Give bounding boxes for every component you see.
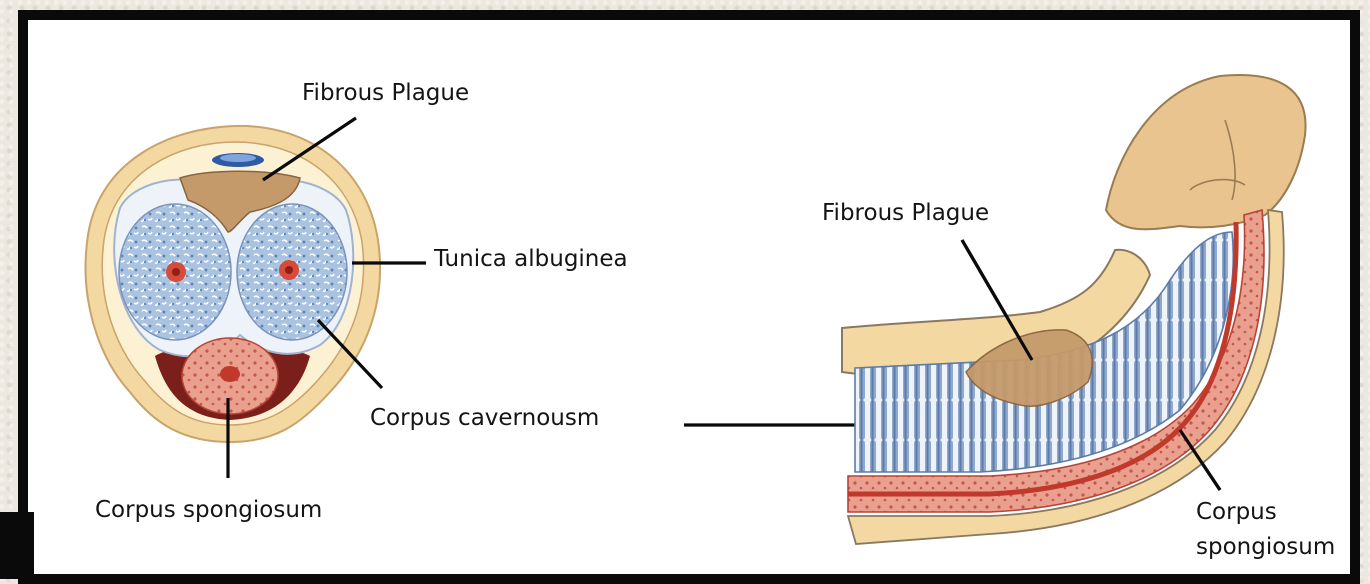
label-corpus-cavernousm: Corpus cavernousm — [370, 403, 599, 433]
label-corpus-spongiosum-left: Corpus spongiosum — [95, 495, 322, 525]
glans — [1106, 75, 1306, 229]
label-fibrous-plaque-left: Fibrous Plague — [302, 78, 469, 108]
label-corpus-spongiosum-right-line1: Corpus — [1196, 497, 1277, 527]
side-view — [842, 75, 1306, 544]
cross-section — [86, 126, 381, 442]
label-corpus-spongiosum-right-line2: spongiosum — [1196, 532, 1335, 562]
label-tunica-albuginea: Tunica albuginea — [434, 244, 628, 274]
label-fibrous-plaque-right: Fibrous Plague — [822, 198, 989, 228]
